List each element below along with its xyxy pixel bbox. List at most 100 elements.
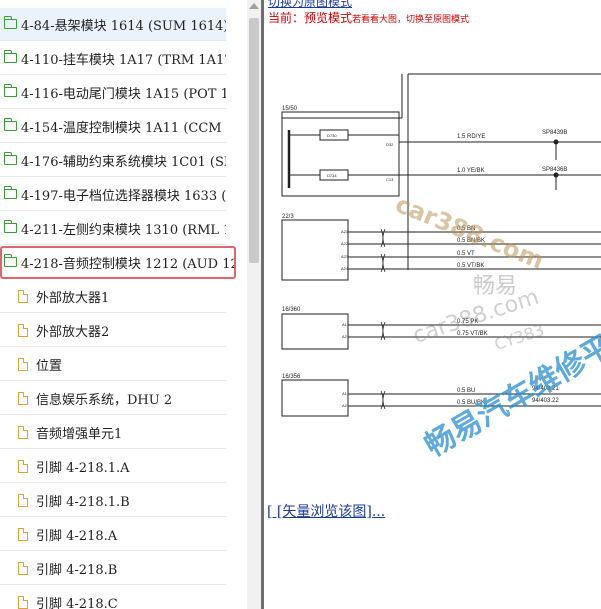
tree-folder-item[interactable]: 4-110-挂车模块 1A17 (TRM 1A17) — [0, 42, 226, 75]
folder-icon — [3, 186, 17, 199]
connector-15-50-label: 15/50 — [282, 106, 298, 112]
file-icon — [18, 323, 28, 337]
tree-item-label: 外部放大器1 — [36, 290, 110, 306]
pin-360-a2-label: A2 — [342, 334, 348, 339]
wiring-diagram[interactable]: 15/50 22/3 16/360 16/356 D730 D734 D32 C… — [264, 30, 601, 450]
tree-item-label: 4-176-辅助约束系统模块 1C01 (SRS 1C01) — [21, 154, 226, 170]
tree-folder-item[interactable]: 4-84-悬架模块 1614 (SUM 1614) — [0, 8, 226, 41]
tree-file-item[interactable]: 引脚 4-218.B — [0, 552, 226, 585]
pin-c13-label: C13 — [386, 177, 394, 182]
tree-item-label: 引脚 4-218.B — [36, 562, 118, 578]
pin-a23-label: A23 — [341, 254, 349, 259]
ref-2-label: 94/403.22 — [532, 398, 559, 404]
tree-file-item[interactable]: 外部放大器2 — [0, 314, 226, 347]
tree-item-label: 4-211-左侧约束模块 1310 (RML 1310) — [21, 222, 226, 238]
pin-356-a2-label: A2 — [342, 403, 348, 408]
twist-pair-1 — [380, 228, 386, 248]
splice-1-label: SP8439B — [542, 130, 567, 136]
wire-7-label: 0.75 PK — [457, 319, 478, 325]
tree-item-label: 信息娱乐系统，DHU 2 — [36, 392, 173, 408]
folder-icon — [3, 152, 17, 165]
ref-1-label: 94/403.21 — [532, 386, 559, 392]
tree-item-label: 位置 — [36, 358, 63, 374]
tree-item-label: 4-197-电子档位选择器模块 1633 (EGSM 1633) — [21, 188, 226, 204]
file-icon — [18, 459, 28, 473]
preview-mode-label: 当前：预览模式 — [268, 11, 353, 25]
file-icon — [18, 527, 28, 541]
tree-item-label: 引脚 4-218.1.B — [36, 494, 130, 510]
tree-item-label: 引脚 4-218.C — [36, 596, 118, 609]
wire-8-label: 0.75 VT/BK — [457, 331, 488, 337]
tree-file-item[interactable]: 音频增强单元1 — [0, 416, 226, 449]
preview-mode-hint: 若看看大图，切换至原图模式 — [352, 15, 470, 25]
tree-panel: 4-84-悬架模块 1614 (SUM 1614) 4-110-挂车模块 1A17… — [0, 0, 247, 609]
pin-360-a1-label: A1 — [342, 322, 348, 327]
connector-16-356-box — [281, 379, 349, 417]
tree-item-label: 4-84-悬架模块 1614 (SUM 1614) — [21, 18, 226, 34]
tree-folder-item[interactable]: 4-211-左侧约束模块 1310 (RML 1310) — [0, 212, 226, 245]
tree-file-item[interactable]: 位置 — [0, 348, 226, 381]
wire-2-label: 1.0 YE/BK — [457, 168, 485, 174]
file-icon — [18, 493, 28, 507]
tree-folder-item[interactable]: 4-154-温度控制模块 1A11 (CCM 1A11) — [0, 110, 226, 143]
wire-4-label: 0.5 BN/BK — [457, 238, 485, 244]
tree-folder-item[interactable]: 4-218-音频控制模块 1212 (AUD 1212) — [0, 246, 236, 279]
pin-a21-label: A21 — [341, 229, 349, 234]
wire-10-label: 0.5 BU/BK — [457, 400, 485, 406]
file-icon — [18, 357, 28, 371]
tree-file-item[interactable]: 引脚 4-218.1.B — [0, 484, 226, 517]
tree-item-label: 4-110-挂车模块 1A17 (TRM 1A17) — [21, 52, 226, 68]
wire-6-label: 0.5 VT/BK — [457, 263, 484, 269]
part-d734-label: D734 — [327, 173, 337, 178]
folder-icon — [3, 118, 17, 131]
pin-356-a1-label: A1 — [342, 391, 348, 396]
switch-original-link[interactable]: 切换为原图模式 — [268, 0, 353, 9]
splice-2-label: SP8436B — [542, 167, 567, 173]
twist-pair-2 — [380, 253, 386, 273]
folder-icon — [3, 220, 17, 233]
connector-15-50-box — [281, 111, 400, 197]
tree-item-label: 4-154-温度控制模块 1A11 (CCM 1A11) — [21, 120, 226, 136]
vector-view-link[interactable]: [ [矢量浏览该图]... — [267, 501, 385, 521]
wire-3-label: 0.5 BN — [457, 226, 475, 232]
tree-folder-item[interactable]: 4-116-电动尾门模块 1A15 (POT 1A15) — [0, 76, 226, 109]
part-d730-label: D730 — [327, 133, 337, 138]
wire-1-label: 1.5 RD/YE — [457, 134, 485, 140]
file-icon — [18, 289, 28, 303]
file-icon — [18, 595, 28, 609]
connector-22-3-box — [281, 219, 349, 281]
pin-d32-label: D32 — [386, 142, 394, 147]
tree-item-label: 音频增强单元1 — [36, 426, 123, 442]
folder-icon — [3, 84, 17, 97]
pin-a24-label: A24 — [341, 266, 349, 271]
wire-5-label: 0.5 VT — [457, 251, 475, 257]
pane-divider[interactable] — [261, 0, 264, 609]
tree-folder-item[interactable]: 4-176-辅助约束系统模块 1C01 (SRS 1C01) — [0, 144, 226, 177]
tree-item-label: 引脚 4-218.1.A — [36, 460, 130, 476]
folder-icon — [3, 16, 17, 29]
scroll-up-arrow-icon[interactable] — [249, 3, 259, 9]
folder-icon — [3, 254, 17, 267]
connector-16-356-label: 16/356 — [282, 374, 301, 380]
file-icon — [18, 425, 28, 439]
tree-file-item[interactable]: 引脚 4-218.1.A — [0, 450, 226, 483]
wire-9-label: 0.5 BU — [457, 388, 475, 394]
twist-pair-4 — [380, 390, 386, 410]
twist-pair-3 — [380, 321, 386, 341]
scrollbar-thumb[interactable] — [249, 18, 259, 263]
tree-folder-item[interactable]: 4-197-电子档位选择器模块 1633 (EGSM 1633) — [0, 178, 226, 211]
connector-16-360-label: 16/360 — [282, 307, 301, 313]
tree-item-label: 外部放大器2 — [36, 324, 110, 340]
pin-a22-label: A22 — [341, 241, 349, 246]
file-icon — [18, 561, 28, 575]
tree-item-label: 4-218-音频控制模块 1212 (AUD 1212) — [21, 256, 236, 272]
tree-file-item[interactable]: 信息娱乐系统，DHU 2 — [0, 382, 226, 415]
tree-file-item[interactable]: 引脚 4-218.C — [0, 586, 226, 609]
vector-link-text[interactable]: [矢量浏览该图]... — [272, 504, 386, 520]
vector-link-bracket: [ — [267, 504, 273, 520]
tree-file-item[interactable]: 引脚 4-218.A — [0, 518, 226, 551]
tree-file-item[interactable]: 外部放大器1 — [0, 280, 226, 313]
folder-icon — [3, 50, 17, 63]
connector-16-360-box — [281, 313, 349, 350]
tree-item-label: 引脚 4-218.A — [36, 528, 118, 544]
